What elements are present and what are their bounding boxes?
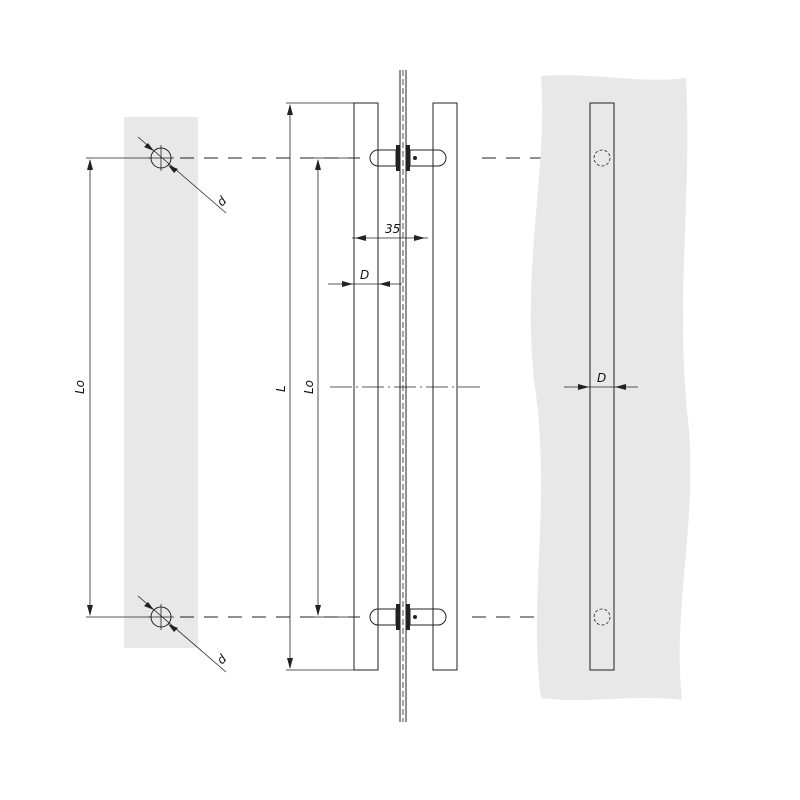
side-bar-diameter-label: D <box>360 268 369 282</box>
bottom-hole-diameter-label: d <box>214 651 230 667</box>
standoff-dimension <box>352 235 428 241</box>
bottom-drill-hole <box>148 604 174 630</box>
glass-door-section <box>399 70 407 722</box>
bottom-standoff <box>369 604 447 630</box>
front-handle-bar <box>589 102 615 671</box>
inner-handle-bar <box>353 102 379 671</box>
overall-length-dimension <box>286 102 354 671</box>
side-view: L Lo 35 D <box>274 70 482 722</box>
top-hidden-hole <box>593 149 611 167</box>
front-bar-diameter-label: D <box>597 371 606 385</box>
drilling-template-view: d d Lo <box>73 117 230 673</box>
door-strip-background <box>124 117 198 648</box>
overall-length-label: L <box>274 385 288 392</box>
front-bar-diameter-dimension <box>564 384 638 390</box>
top-hole-diameter-leader <box>137 136 227 214</box>
door-panel-background <box>530 75 691 701</box>
standoff-label: 35 <box>385 222 400 236</box>
left-hole-spacing-label: Lo <box>73 380 87 394</box>
side-bar-diameter-dimension <box>328 281 402 287</box>
top-hole-diameter-label: d <box>214 193 230 209</box>
side-hole-spacing-label: Lo <box>302 380 316 394</box>
bottom-hole-diameter-leader <box>137 595 227 673</box>
outer-handle-bar <box>432 102 458 671</box>
bottom-hidden-hole <box>593 608 611 626</box>
top-drill-hole <box>148 145 174 171</box>
left-hole-spacing-dimension <box>86 157 150 618</box>
top-standoff <box>369 145 447 171</box>
side-hole-spacing-dimension <box>314 157 360 618</box>
front-view: D <box>530 75 691 701</box>
